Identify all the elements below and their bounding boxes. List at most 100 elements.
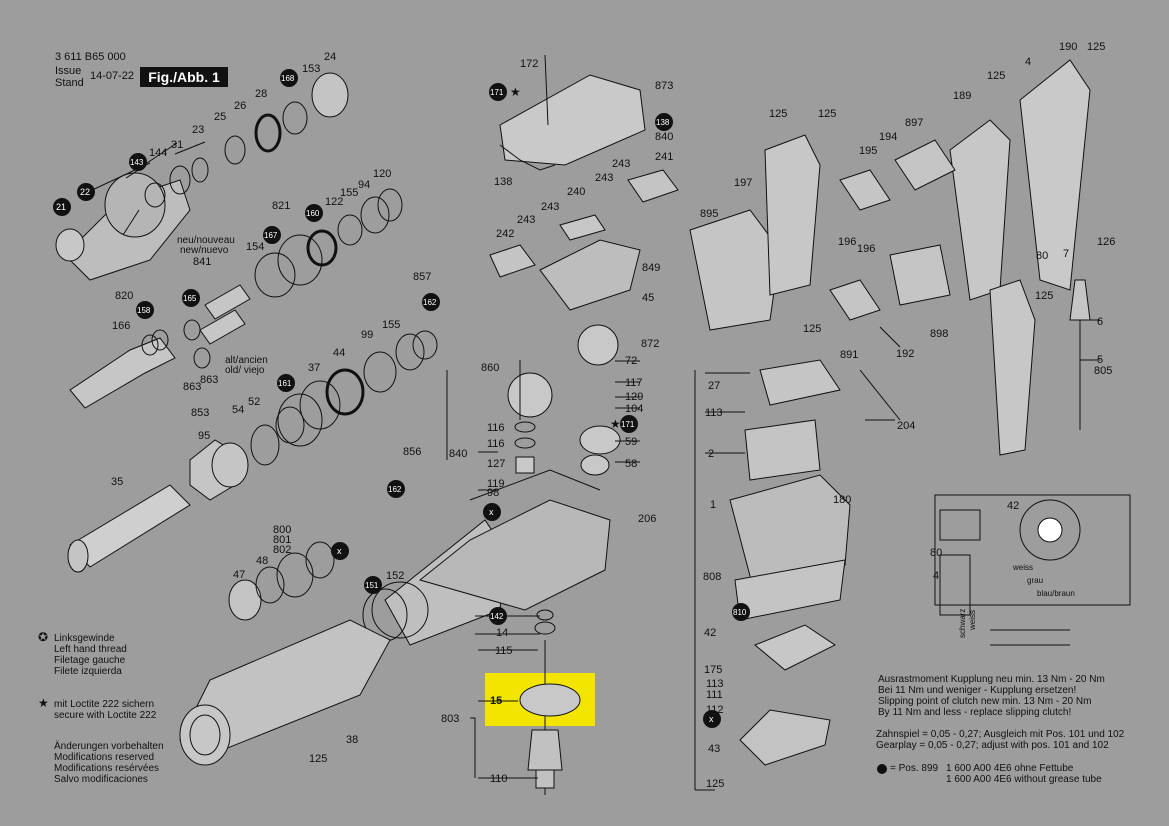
document-number: 3 611 B65 000 bbox=[55, 51, 126, 63]
part-125-g: 125 bbox=[987, 70, 1006, 82]
figure-label: Fig./Abb. 1 bbox=[140, 67, 228, 87]
part-80: 80 bbox=[1036, 250, 1049, 262]
callout-160 bbox=[305, 204, 323, 222]
part-805: 805 bbox=[1094, 365, 1113, 377]
part-111: 111 bbox=[706, 689, 723, 701]
part-117: 117 bbox=[625, 377, 643, 389]
part-863-b: 863 bbox=[200, 374, 219, 386]
legend-loctite: mit Loctite 222 sichern secure with Loct… bbox=[54, 699, 156, 721]
part-189: 189 bbox=[953, 90, 972, 102]
part-119: 119 bbox=[487, 478, 505, 490]
part-853: 853 bbox=[191, 407, 210, 419]
callout-810 bbox=[732, 603, 750, 621]
callout-label-143: 143 bbox=[130, 158, 144, 167]
part-857: 857 bbox=[413, 271, 432, 283]
part-204: 204 bbox=[897, 420, 916, 432]
part-166: 166 bbox=[112, 320, 131, 332]
callout-label-138: 138 bbox=[656, 118, 670, 127]
part-14: 14 bbox=[496, 627, 509, 639]
note-de-1: Ausrastmoment Kupplung neu min. 13 Nm - … bbox=[878, 674, 1105, 685]
part-898: 898 bbox=[930, 328, 949, 340]
issue-date: 14-07-22 bbox=[90, 70, 135, 82]
part-52: 52 bbox=[248, 396, 261, 408]
callout-138 bbox=[655, 113, 673, 131]
part-23: 23 bbox=[192, 124, 205, 136]
callout-label-165: 165 bbox=[183, 294, 197, 303]
legend-ch-line2: Modifications reserved bbox=[54, 752, 155, 763]
part-35: 35 bbox=[111, 476, 124, 488]
part-116-b: 116 bbox=[487, 438, 505, 450]
note-en-2: By 11 Nm and less - replace slipping clu… bbox=[878, 707, 1072, 718]
part-113-b: 113 bbox=[706, 678, 724, 690]
callout-label-171a: 171 bbox=[490, 88, 504, 97]
part-25: 25 bbox=[214, 111, 227, 123]
part-242: 242 bbox=[496, 228, 515, 240]
part-194: 194 bbox=[879, 131, 898, 143]
part-37: 37 bbox=[308, 362, 321, 374]
part-800: 800 bbox=[273, 524, 292, 536]
part-803: 803 bbox=[441, 713, 460, 725]
part-72: 72 bbox=[625, 355, 638, 367]
part-42-a: 42 bbox=[704, 627, 717, 639]
callout-label-158: 158 bbox=[137, 306, 151, 315]
part-115: 115 bbox=[495, 645, 513, 657]
part-801: 801 bbox=[273, 534, 292, 546]
part-856: 856 bbox=[403, 446, 422, 458]
callout-168 bbox=[280, 69, 298, 87]
part-28: 28 bbox=[255, 88, 268, 100]
part-45: 45 bbox=[642, 292, 655, 304]
part-808: 808 bbox=[703, 571, 722, 583]
pos-899-line2: 1 600 A00 4E6 without grease tube bbox=[946, 774, 1102, 785]
callout-162 bbox=[422, 293, 440, 311]
part-110: 110 bbox=[490, 773, 508, 785]
part-240: 240 bbox=[567, 186, 586, 198]
part-120: 120 bbox=[373, 168, 392, 180]
part-47: 47 bbox=[233, 569, 246, 581]
callout-label-161: 161 bbox=[278, 379, 292, 388]
part-5: 5 bbox=[1097, 354, 1104, 366]
star-icon: ★ bbox=[38, 696, 49, 710]
part-138: 138 bbox=[494, 176, 513, 188]
callout-165 bbox=[182, 289, 200, 307]
wire-schwarz: schwarz bbox=[958, 608, 967, 638]
part-95: 95 bbox=[198, 430, 211, 442]
gearplay-notes: Zahnspiel = 0,05 - 0,27; Ausgleich mit P… bbox=[876, 729, 1124, 751]
variant-note-old-l2: old/ viejo bbox=[225, 365, 265, 376]
note-en-1: Slipping point of clutch new min. 13 Nm … bbox=[878, 696, 1092, 707]
callout-label-142: 142 bbox=[490, 612, 504, 621]
part-94: 94 bbox=[358, 179, 371, 191]
part-849: 849 bbox=[642, 262, 661, 274]
callout-label-x3: x bbox=[709, 714, 714, 724]
part-243-d: 243 bbox=[517, 214, 536, 226]
part-116-a: 116 bbox=[487, 422, 505, 434]
wire-blau-braun: blau/braun bbox=[1037, 589, 1075, 598]
callout-label-168: 168 bbox=[281, 74, 295, 83]
part-180: 180 bbox=[833, 494, 852, 506]
callout-171b bbox=[620, 415, 638, 433]
part-197: 197 bbox=[734, 177, 753, 189]
part-243-b: 243 bbox=[595, 172, 614, 184]
part-129: 129 bbox=[625, 391, 644, 403]
part-196-a: 196 bbox=[838, 236, 857, 248]
part-1: 1 bbox=[710, 499, 717, 511]
note-de-2: Bei 11 Nm und weniger - Kupplung ersetze… bbox=[878, 685, 1077, 696]
part-125-a: 125 bbox=[309, 753, 328, 765]
part-44: 44 bbox=[333, 347, 346, 359]
part-122: 122 bbox=[325, 196, 344, 208]
callout-x3 bbox=[703, 710, 721, 728]
part-38: 38 bbox=[346, 734, 359, 746]
legend-ch-line4: Salvo modificaciones bbox=[54, 774, 148, 785]
part-153: 153 bbox=[302, 63, 321, 75]
callout-21 bbox=[53, 198, 71, 216]
callout-x1 bbox=[483, 503, 501, 521]
pos-899-label: = Pos. 899 bbox=[890, 763, 939, 774]
part-2: 2 bbox=[708, 448, 715, 460]
pos-899-line1: 1 600 A00 4E6 ohne Fettube bbox=[946, 763, 1074, 774]
callout-171a bbox=[489, 83, 507, 101]
legend-lh-line2: Left hand thread bbox=[54, 644, 127, 655]
part-241: 241 bbox=[655, 151, 674, 163]
wiring-42: 42 bbox=[1007, 500, 1020, 512]
variant-note-new-l1: neu/nouveau bbox=[177, 235, 235, 246]
callout-label-21: 21 bbox=[56, 202, 67, 212]
